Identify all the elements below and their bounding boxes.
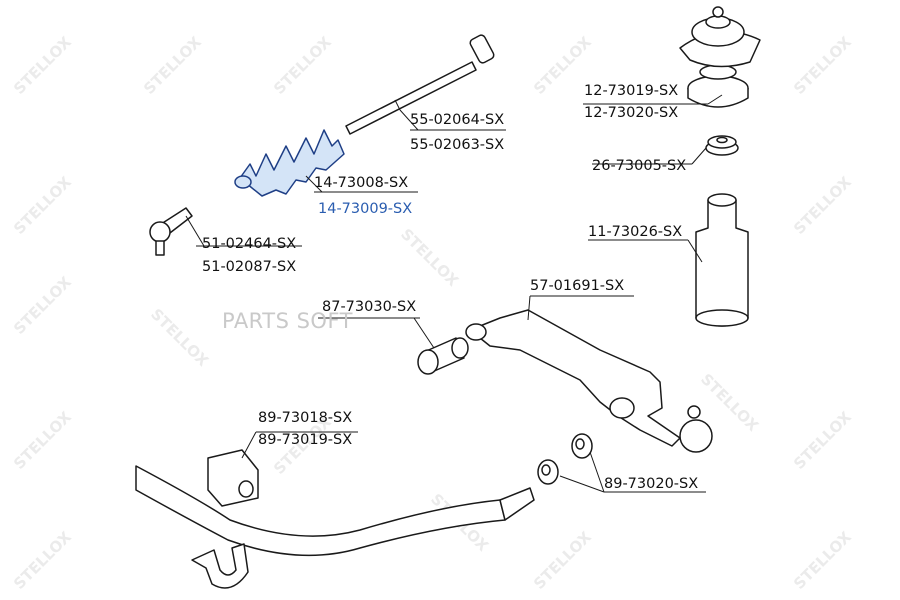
watermark-logo: STELLOX	[10, 408, 75, 473]
part-number-label[interactable]: 89-73020-SX	[604, 476, 698, 492]
part-number-label[interactable]: 12-73019-SX	[584, 83, 678, 99]
part-number-label[interactable]: 89-73018-SX	[258, 410, 352, 426]
part-number-labels: 12-73019-SX 12-73020-SX 55-02064-SX 55-0…	[202, 83, 698, 492]
part-number-label[interactable]: 55-02064-SX	[410, 112, 504, 128]
watermark-logo: STELLOX	[397, 225, 462, 290]
watermark-logo: STELLOX	[147, 305, 212, 370]
part-number-label[interactable]: 51-02087-SX	[202, 259, 296, 275]
bump-stop-part[interactable]	[705, 135, 739, 156]
link-bushing-part[interactable]	[537, 433, 593, 485]
tie-rod-end-part[interactable]	[149, 207, 193, 256]
stabilizer-bushing-part[interactable]	[207, 449, 259, 507]
part-number-label[interactable]: 12-73020-SX	[584, 105, 678, 121]
watermark-logo: STELLOX	[10, 173, 75, 238]
watermark-logo: STELLOX	[790, 33, 855, 98]
part-number-label[interactable]: 89-73019-SX	[258, 432, 352, 448]
part-number-label-highlighted[interactable]: 14-73009-SX	[318, 201, 412, 217]
part-number-label[interactable]: 87-73030-SX	[322, 299, 416, 315]
watermark-logo: STELLOX	[140, 33, 205, 98]
watermark-logo: STELLOX	[270, 33, 335, 98]
watermark-logo: STELLOX	[10, 33, 75, 98]
part-number-label[interactable]: 26-73005-SX	[592, 158, 686, 174]
inner-tie-rod-part[interactable]	[345, 34, 495, 135]
watermark-logo: STELLOX	[530, 528, 595, 593]
watermark-logo: STELLOX	[10, 528, 75, 593]
arm-bushing-part[interactable]	[417, 337, 469, 375]
part-number-label[interactable]: 14-73008-SX	[314, 175, 408, 191]
dust-boot-part[interactable]	[695, 193, 749, 327]
part-number-label[interactable]: 51-02464-SX	[202, 236, 296, 252]
brand-watermark: PARTS SOFT	[222, 309, 353, 333]
stabilizer-bar-part[interactable]	[135, 465, 535, 557]
part-number-label[interactable]: 57-01691-SX	[530, 278, 624, 294]
watermark-logo: STELLOX	[10, 273, 75, 338]
leader-lines	[185, 94, 723, 493]
watermark-logo: STELLOX	[790, 528, 855, 593]
control-arm-part[interactable]	[465, 309, 713, 453]
stabilizer-bracket-part[interactable]	[191, 543, 249, 589]
watermark-logo: STELLOX	[790, 408, 855, 473]
watermark-logo: STELLOX	[790, 173, 855, 238]
steering-boot-part[interactable]	[234, 129, 345, 197]
strut-mount-part[interactable]	[679, 6, 761, 108]
part-number-label[interactable]: 11-73026-SX	[588, 224, 682, 240]
part-number-label[interactable]: 55-02063-SX	[410, 137, 504, 153]
